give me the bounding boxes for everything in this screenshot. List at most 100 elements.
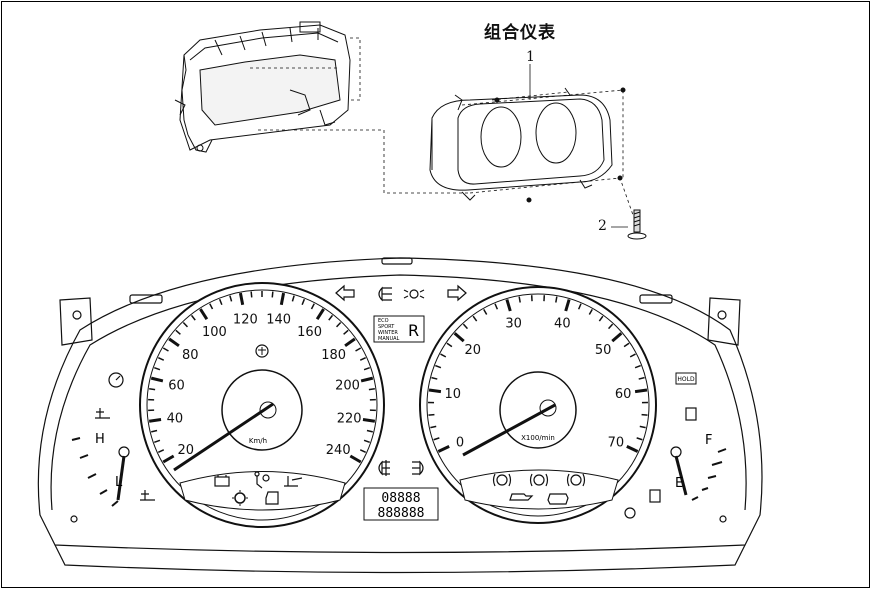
speed-tick xyxy=(150,376,164,383)
tach-label: 40 xyxy=(554,317,571,332)
brake-warning-icon xyxy=(492,473,512,487)
odometer-display xyxy=(363,487,439,521)
cruise-icon xyxy=(108,372,124,388)
speed-tick xyxy=(218,298,223,306)
speed-tick xyxy=(238,292,245,306)
tach-tick xyxy=(626,445,639,453)
speed-tick xyxy=(154,439,161,443)
gear-indicator: R xyxy=(408,321,419,340)
tach-tick xyxy=(428,388,442,394)
tach-tick xyxy=(505,299,512,312)
speed-label: 20 xyxy=(178,443,195,458)
speed-tick xyxy=(366,429,373,433)
speed-tick xyxy=(148,418,162,423)
tach-label: 0 xyxy=(456,435,464,450)
mode-winter: WINTER xyxy=(378,330,398,336)
speed-tick xyxy=(279,292,286,306)
tach-tick xyxy=(431,376,438,380)
speed-tick xyxy=(362,418,376,423)
callout-leaders xyxy=(529,64,628,228)
speed-tick xyxy=(162,347,169,352)
speed-tick xyxy=(310,303,315,310)
tach-tick xyxy=(453,332,465,343)
diagram-title: 组合仪表 xyxy=(484,23,556,43)
speed-label: 220 xyxy=(337,412,362,427)
speed-tick xyxy=(175,329,181,335)
mounting-bracket xyxy=(174,21,351,153)
speed-tick xyxy=(291,295,295,302)
fuel-full-label: F xyxy=(705,433,712,448)
speed-tick xyxy=(315,308,325,321)
speedometer xyxy=(139,282,385,528)
speed-tick xyxy=(151,429,158,433)
speed-tick xyxy=(359,356,367,361)
tach-label: 70 xyxy=(608,435,625,450)
tach-tick xyxy=(483,308,488,315)
speed-label: 120 xyxy=(233,313,258,328)
tach-tick xyxy=(462,323,469,330)
speed-tick xyxy=(355,347,362,352)
speed-unit: Km/h xyxy=(249,437,267,445)
temp-high-label: H xyxy=(95,432,105,447)
tach-tick xyxy=(641,413,648,416)
tach-tick xyxy=(518,296,521,303)
callout-2: 2 xyxy=(598,218,607,234)
front-fog-icon xyxy=(378,460,390,476)
tach-tick xyxy=(564,299,571,312)
turn-right-icon xyxy=(447,284,467,302)
speed-tick xyxy=(271,291,274,298)
odometer-top: 08888 xyxy=(381,491,420,506)
speed-label: 40 xyxy=(167,412,184,427)
abs-icon xyxy=(529,473,549,487)
temp-low-label: L xyxy=(115,475,123,490)
speed-tick xyxy=(157,356,165,361)
fuel-empty-label: E xyxy=(675,476,683,491)
tach-tick xyxy=(588,308,593,315)
speed-label: 100 xyxy=(202,325,227,340)
speed-tick xyxy=(250,291,253,298)
tach-label: 50 xyxy=(595,343,612,358)
tach-tick xyxy=(435,364,442,369)
speed-tick xyxy=(363,367,370,371)
tach-tick xyxy=(611,332,623,343)
speed-label: 60 xyxy=(168,378,185,393)
speed-tick xyxy=(229,295,233,302)
speed-label: 200 xyxy=(335,378,360,393)
speed-tick xyxy=(335,321,342,328)
tach-tick xyxy=(636,437,643,441)
speed-label: 180 xyxy=(321,348,346,363)
tach-tick xyxy=(607,323,614,330)
speed-tick xyxy=(368,388,375,391)
speed-tick xyxy=(359,449,367,454)
cluster-outline xyxy=(37,257,763,574)
tach-label: 20 xyxy=(465,343,482,358)
tach-tick xyxy=(437,445,450,453)
coolant-warning-icon xyxy=(284,476,303,487)
speed-tick xyxy=(209,303,214,310)
odometer-bottom: 888888 xyxy=(378,506,425,521)
cluster-housing-3d xyxy=(429,87,626,203)
hold-label: HOLD xyxy=(677,376,695,383)
speed-tick xyxy=(168,337,180,348)
tach-tick xyxy=(430,425,437,429)
screw xyxy=(627,209,647,240)
tach-tick xyxy=(639,425,646,429)
mode-manual: MANUAL xyxy=(378,336,400,342)
speed-label: 160 xyxy=(297,325,322,340)
mode-sport: SPORT xyxy=(378,324,395,330)
speed-tick xyxy=(182,321,189,328)
headlight-icon xyxy=(378,286,392,302)
tachometer xyxy=(419,286,657,524)
check-engine-icon xyxy=(547,493,569,505)
oil-pressure-icon xyxy=(509,493,534,501)
battery-icon xyxy=(214,475,230,487)
speed-tick xyxy=(149,388,156,391)
tach-tick xyxy=(577,303,582,310)
tach-tick xyxy=(598,315,604,322)
speed-tick xyxy=(190,314,196,321)
tach-tick xyxy=(428,413,435,416)
tach-label: 10 xyxy=(445,387,462,402)
speed-tick xyxy=(360,376,374,383)
